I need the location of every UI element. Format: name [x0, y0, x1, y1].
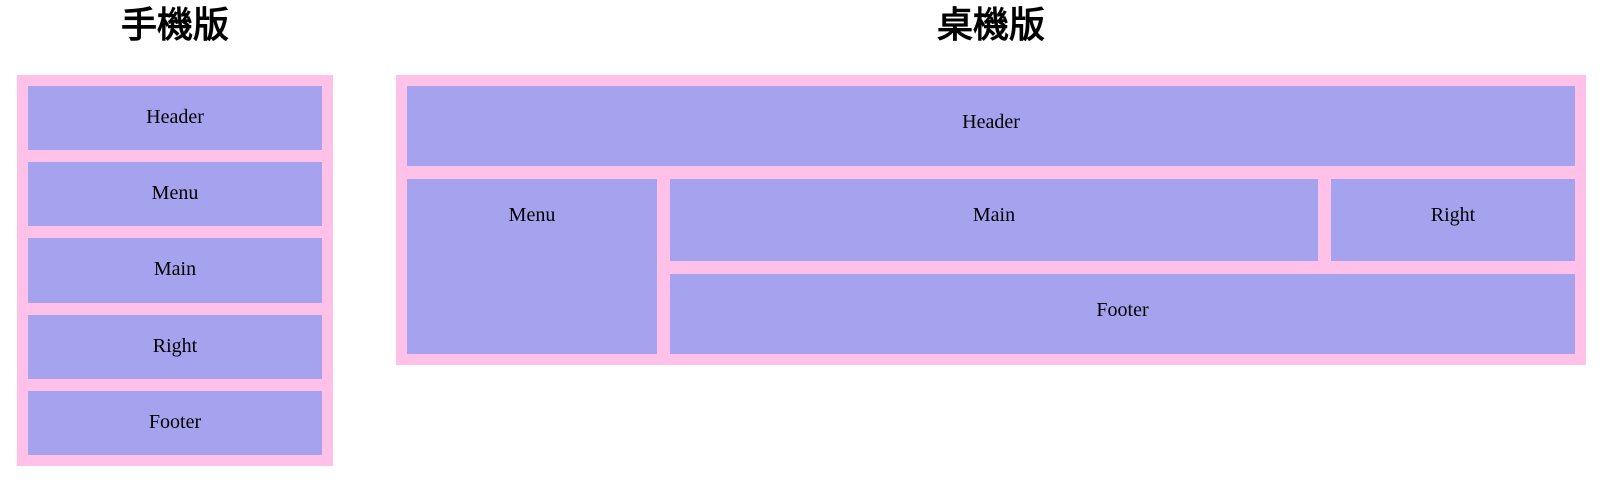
desktop-version-title: 桌機版: [936, 4, 1045, 45]
mobile-header-box: Header: [28, 86, 322, 151]
desktop-layout-container: Header Menu Main Right Footer: [396, 75, 1586, 365]
desktop-footer-box: Footer: [670, 274, 1575, 354]
desktop-right-box: Right: [1331, 179, 1575, 261]
mobile-main-box: Main: [28, 238, 322, 303]
mobile-footer-box: Footer: [28, 390, 322, 455]
mobile-version-title: 手機版: [120, 4, 229, 45]
mobile-right-box: Right: [28, 314, 322, 379]
mobile-menu-box: Menu: [28, 162, 322, 227]
mobile-layout-container: Header Menu Main Right Footer: [17, 75, 333, 466]
desktop-menu-box: Menu: [407, 179, 657, 354]
desktop-header-box: Header: [407, 86, 1575, 166]
desktop-main-box: Main: [670, 179, 1318, 261]
